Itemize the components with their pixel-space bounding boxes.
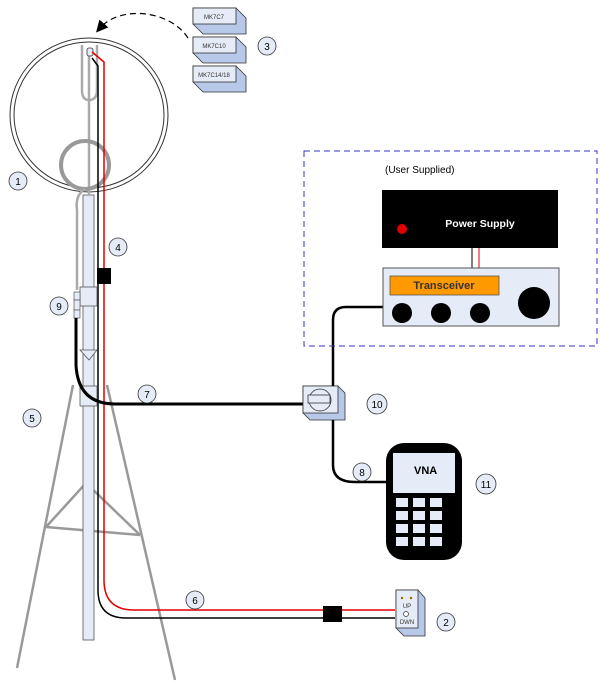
transceiver: Transceiver: [382, 267, 560, 327]
coupling-loop: [59, 139, 111, 191]
callout-11: 11: [475, 473, 497, 495]
swap-arrow: [96, 12, 189, 39]
capacitor-module: MK7C7: [192, 7, 247, 35]
svg-text:7: 7: [144, 390, 150, 401]
mast-bracket: [79, 349, 98, 361]
callout-3: 3: [257, 36, 277, 56]
transceiver-cable: [331, 305, 383, 386]
knob-icon: [392, 303, 412, 323]
callout-5: 5: [22, 408, 42, 428]
choke: [97, 268, 111, 284]
callout-4: 4: [108, 237, 128, 257]
module-label: MK7C14/18: [198, 73, 230, 79]
control-cable-red: [91, 51, 395, 611]
callout-2: 2: [436, 612, 456, 632]
knob-icon: [431, 303, 451, 323]
capacitor-module: MK7C10: [192, 36, 247, 64]
svg-text:9: 9: [56, 302, 62, 313]
module-label: MK7C7: [204, 15, 225, 21]
callout-8: 8: [352, 462, 372, 482]
tuning-knob-icon: [518, 287, 550, 319]
svg-text:4: 4: [115, 243, 121, 254]
capacitor-modules: MK7C7 MK7C10 MK7C14/18: [192, 7, 247, 93]
transceiver-label: Transceiver: [413, 280, 475, 292]
power-led-icon: [397, 224, 407, 234]
remote-control-box: UP DWN: [395, 589, 426, 637]
power-supply-label: Power Supply: [445, 218, 515, 230]
capacitor-housing: [80, 45, 99, 102]
svg-text:2: 2: [443, 618, 449, 629]
user-supplied-label: (User Supplied): [385, 165, 454, 176]
mast-clamp: [79, 286, 98, 307]
down-label: DWN: [400, 620, 414, 626]
vna-label: VNA: [414, 465, 437, 477]
power-supply: Power Supply: [382, 190, 558, 248]
coax-connector: [73, 291, 81, 319]
mast: [82, 194, 95, 641]
callout-7: 7: [137, 384, 157, 404]
control-cable-black: [91, 57, 395, 619]
svg-text:11: 11: [481, 480, 492, 491]
capacitor-module: MK7C14/18: [192, 65, 247, 93]
svg-text:8: 8: [359, 468, 365, 479]
callout-10: 10: [366, 393, 388, 415]
callout-9: 9: [49, 296, 69, 316]
up-label: UP: [403, 604, 411, 610]
svg-text:1: 1: [15, 177, 21, 188]
toggle-switch-icon: [403, 611, 409, 617]
vna-cable: [331, 420, 394, 484]
coax-switch: [302, 385, 346, 421]
svg-text:10: 10: [371, 400, 383, 411]
module-label: MK7C10: [202, 44, 226, 50]
knob-icon: [470, 303, 490, 323]
callout-6: 6: [185, 590, 205, 610]
svg-text:3: 3: [264, 42, 270, 53]
svg-text:5: 5: [29, 414, 35, 425]
vna: VNA: [386, 443, 462, 560]
svg-text:6: 6: [192, 596, 198, 607]
coax-feedline: [74, 318, 310, 406]
callout-1: 1: [8, 171, 28, 191]
user-supplied-box: [303, 150, 598, 347]
control-choke: [323, 606, 342, 622]
tripod-mast: [15, 384, 177, 681]
